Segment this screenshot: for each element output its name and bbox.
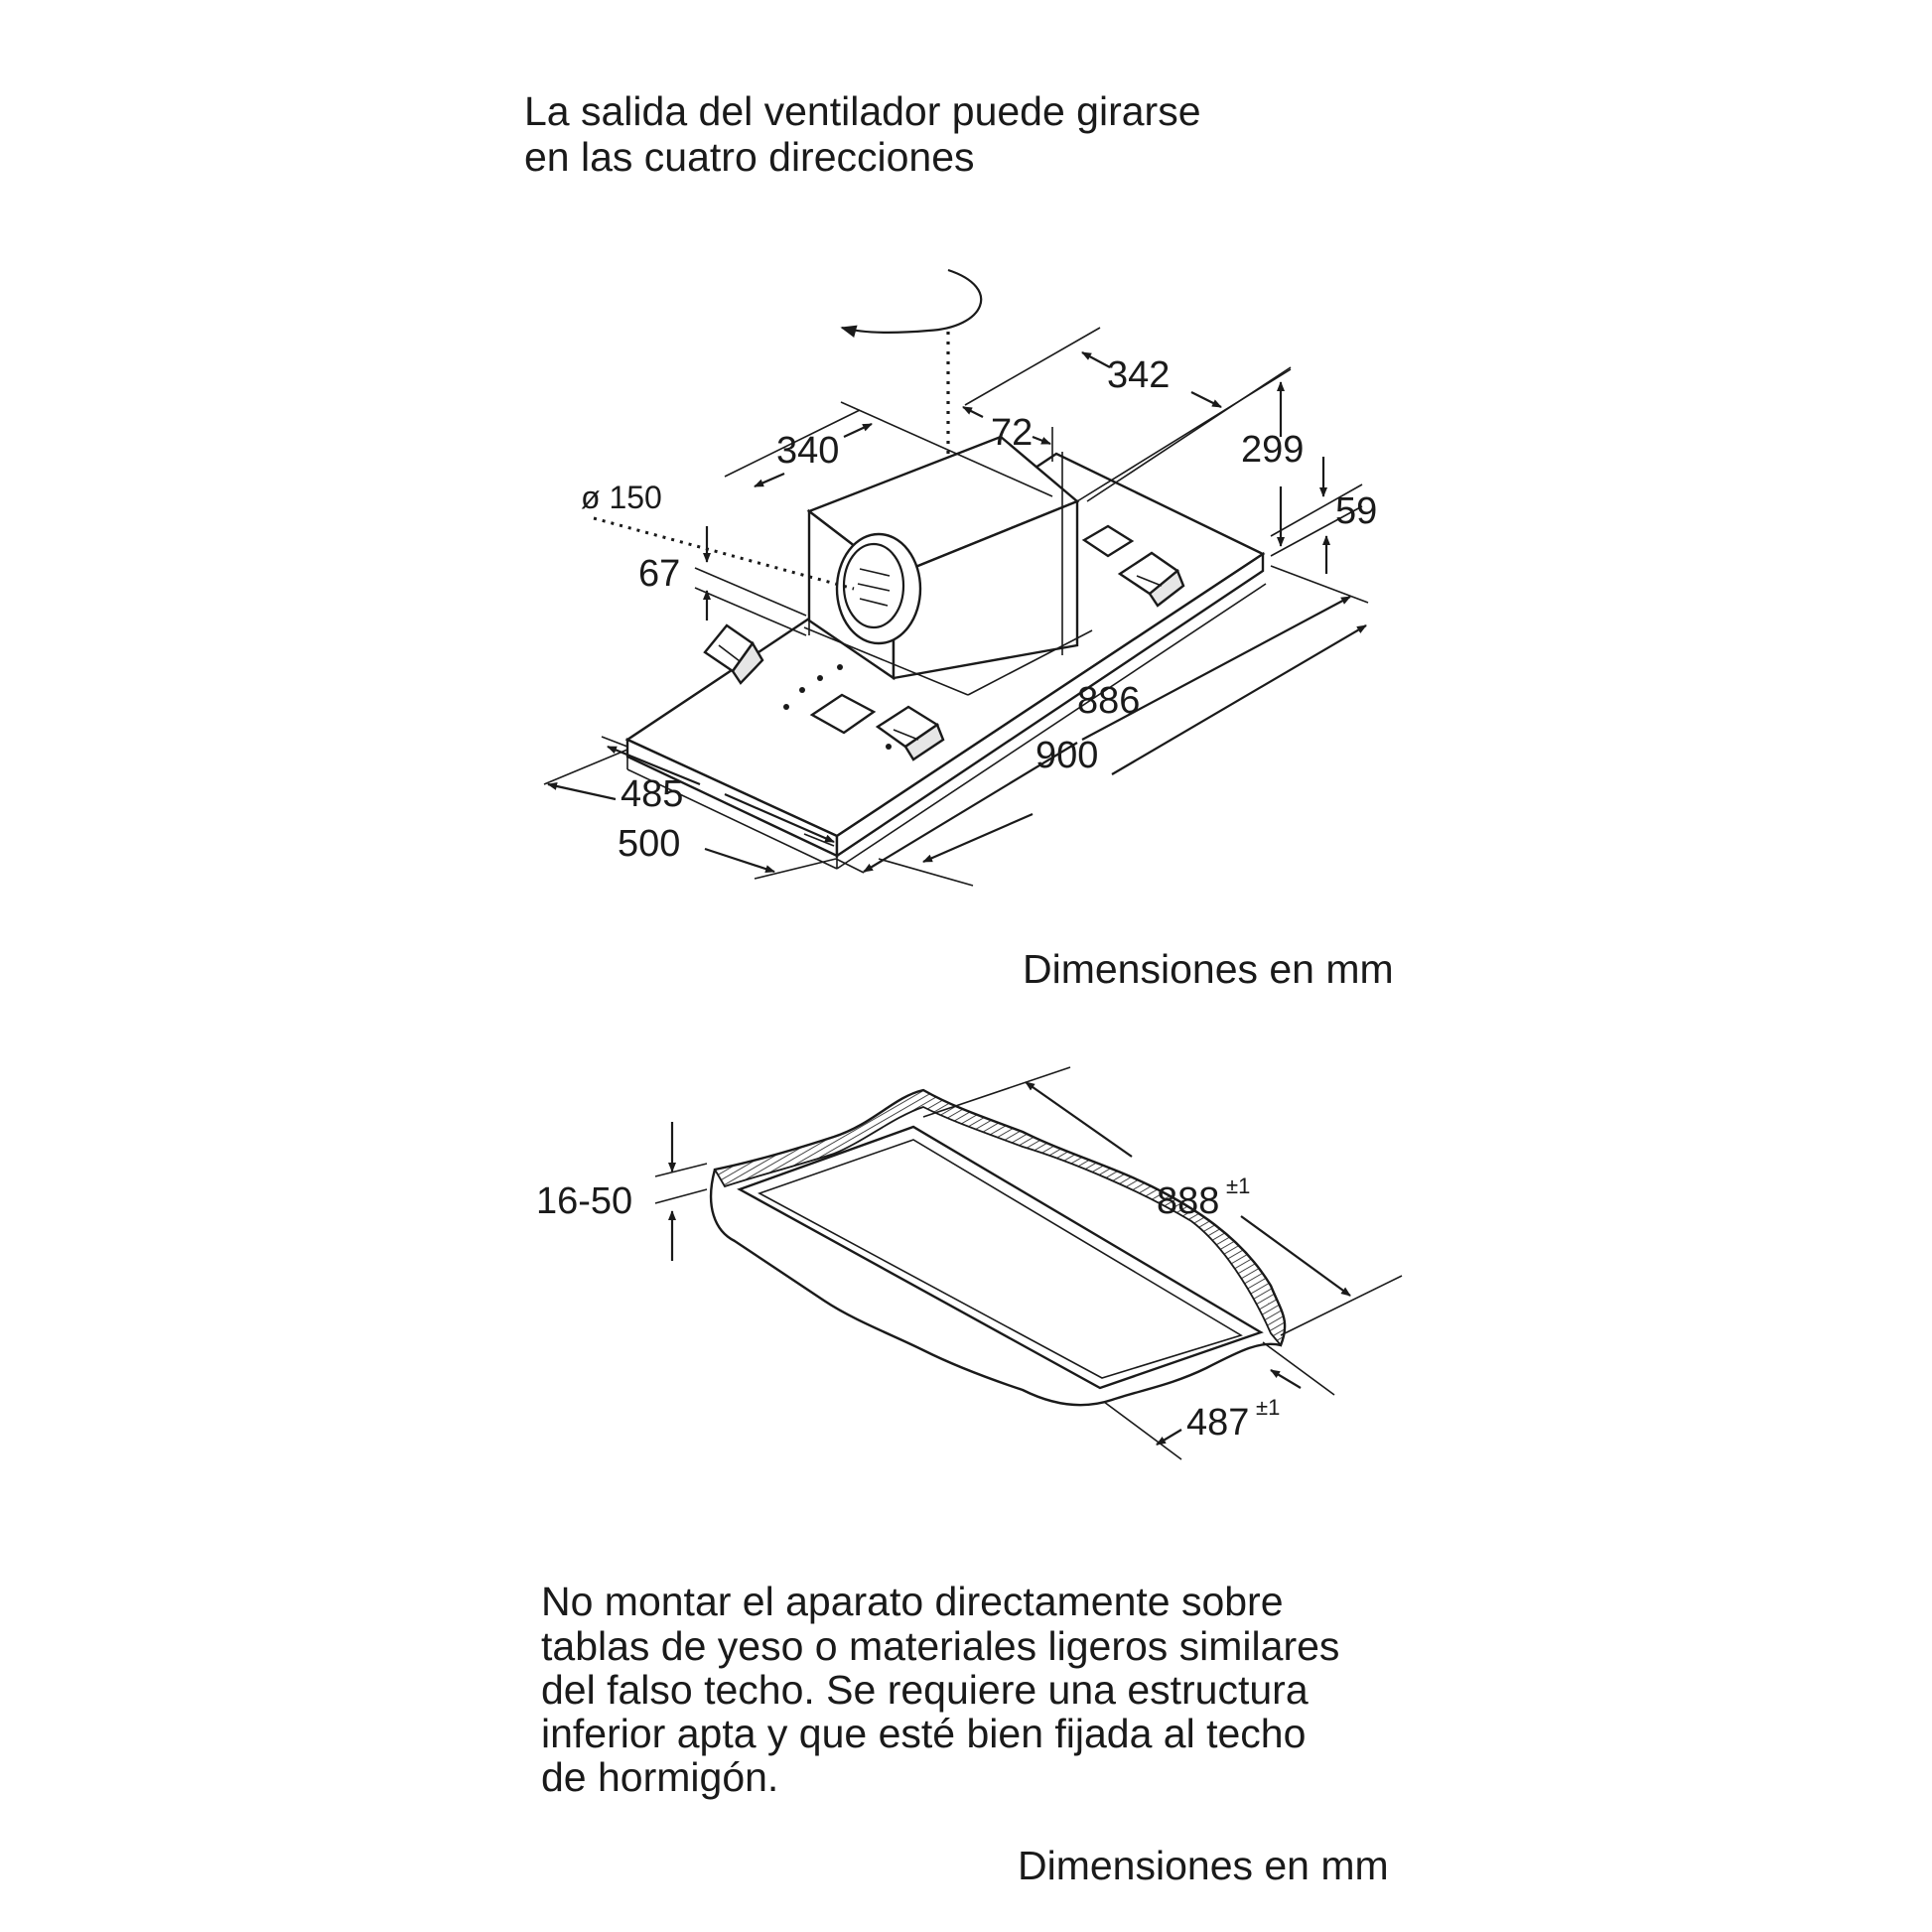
control-panel bbox=[809, 693, 877, 735]
dim-299-label: 299 bbox=[1241, 429, 1304, 471]
units-label-1: Dimensiones en mm bbox=[1023, 946, 1394, 992]
units-label-2: Dimensiones en mm bbox=[1018, 1843, 1389, 1888]
dim-length-label: 888 bbox=[1157, 1180, 1219, 1222]
dim-length-tolerance: ±1 bbox=[1226, 1173, 1250, 1198]
cutout-opening bbox=[737, 1125, 1264, 1390]
dim-150-label: ø 150 bbox=[581, 480, 662, 515]
dim-67-label: 67 bbox=[638, 553, 680, 595]
dim-886-label: 886 bbox=[1077, 680, 1140, 722]
dim-thickness-label: 16-50 bbox=[536, 1180, 632, 1222]
hood-drawing: 342 72 340 299 59 ø 150 67 bbox=[543, 268, 1377, 887]
caption-line-2: en las cuatro direcciones bbox=[524, 134, 975, 180]
warning-line-4: inferior apta y que esté bien fijada al … bbox=[541, 1711, 1306, 1756]
warning-line-3: del falso techo. Se requiere una estruct… bbox=[541, 1667, 1309, 1713]
dim-150-leader bbox=[593, 516, 855, 591]
dim-500-label: 500 bbox=[618, 823, 680, 865]
dim-342-label: 342 bbox=[1107, 354, 1170, 396]
rotation-arrow-icon bbox=[840, 268, 983, 338]
dim-72-label: 72 bbox=[991, 412, 1033, 454]
caption-line-1: La salida del ventilador puede girarse bbox=[524, 88, 1201, 134]
dim-width-tolerance: ±1 bbox=[1256, 1395, 1280, 1420]
dim-340-label: 340 bbox=[776, 430, 839, 472]
mounting-bracket-front bbox=[875, 705, 945, 761]
warning-line-2: tablas de yeso o materiales ligeros simi… bbox=[541, 1623, 1339, 1669]
ceiling-cutout-drawing: 16-50 888 ±1 487 ±1 bbox=[536, 1066, 1403, 1460]
control-dots bbox=[783, 664, 892, 750]
ceiling-rim-hatch bbox=[713, 1089, 1286, 1347]
dim-width-label: 487 bbox=[1186, 1402, 1249, 1444]
mounting-bracket-right-back bbox=[1117, 551, 1185, 608]
dim-485-label: 485 bbox=[621, 773, 683, 815]
warning-line-1: No montar el aparato directamente sobre bbox=[541, 1579, 1284, 1624]
warning-line-5: de hormigón. bbox=[541, 1754, 778, 1800]
dim-900-label: 900 bbox=[1035, 735, 1098, 776]
mounting-bracket-left bbox=[703, 623, 764, 685]
dim-59-label: 59 bbox=[1335, 490, 1377, 532]
back-cover bbox=[1081, 524, 1135, 558]
